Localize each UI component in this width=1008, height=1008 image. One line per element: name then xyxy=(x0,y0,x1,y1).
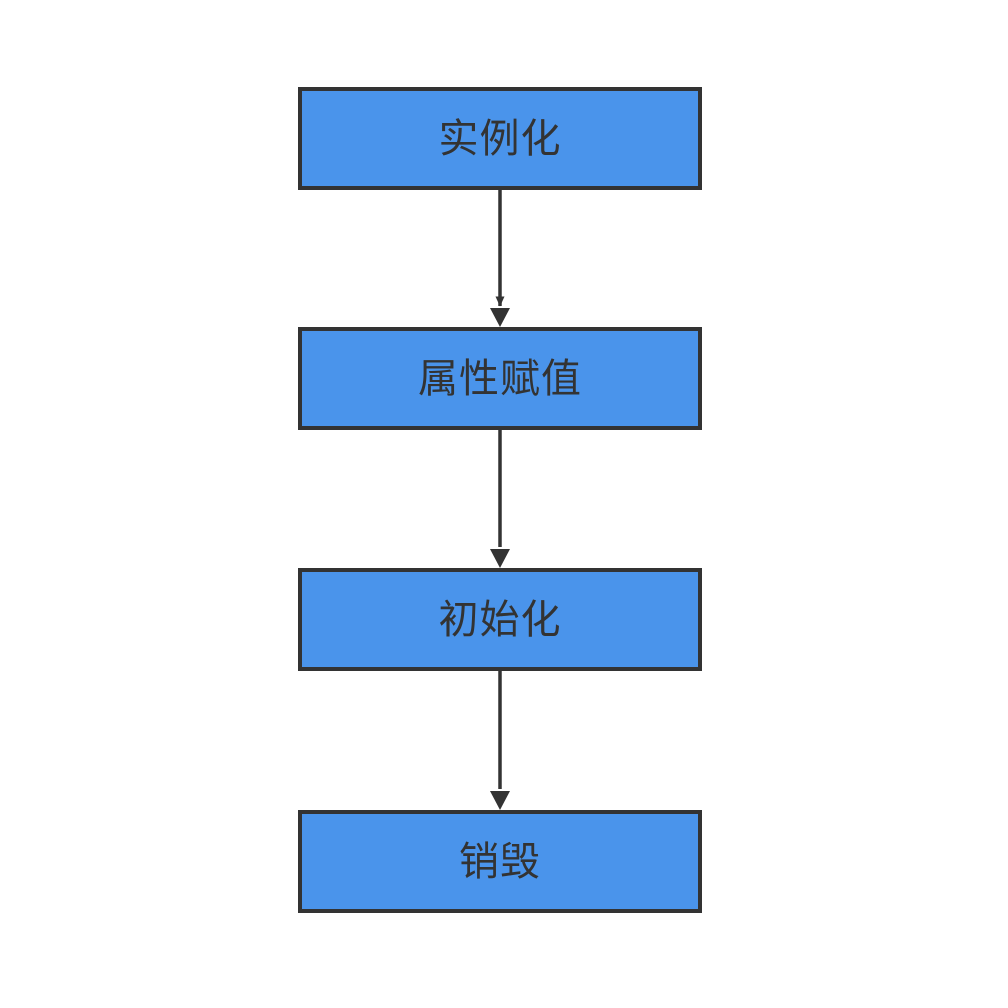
arrowhead-icon xyxy=(490,791,510,810)
arrowhead-icon xyxy=(490,308,510,327)
edge-node-2-to-node-3 xyxy=(490,670,510,810)
flow-node-instantiation[interactable]: 实例化 xyxy=(298,87,702,190)
flow-node-label: 属性赋值 xyxy=(418,356,582,401)
flow-node-label: 实例化 xyxy=(438,116,562,161)
flow-node-attribute-assignment[interactable]: 属性赋值 xyxy=(298,327,702,430)
flow-node-label: 销毁 xyxy=(459,839,541,884)
edge-node-0-to-node-1 xyxy=(490,190,510,327)
flow-node-label: 初始化 xyxy=(438,597,562,642)
flow-node-destruction[interactable]: 销毁 xyxy=(298,810,702,913)
edge-node-1-to-node-2 xyxy=(490,430,510,568)
flow-node-initialization[interactable]: 初始化 xyxy=(298,568,702,671)
arrowhead-icon xyxy=(490,549,510,568)
